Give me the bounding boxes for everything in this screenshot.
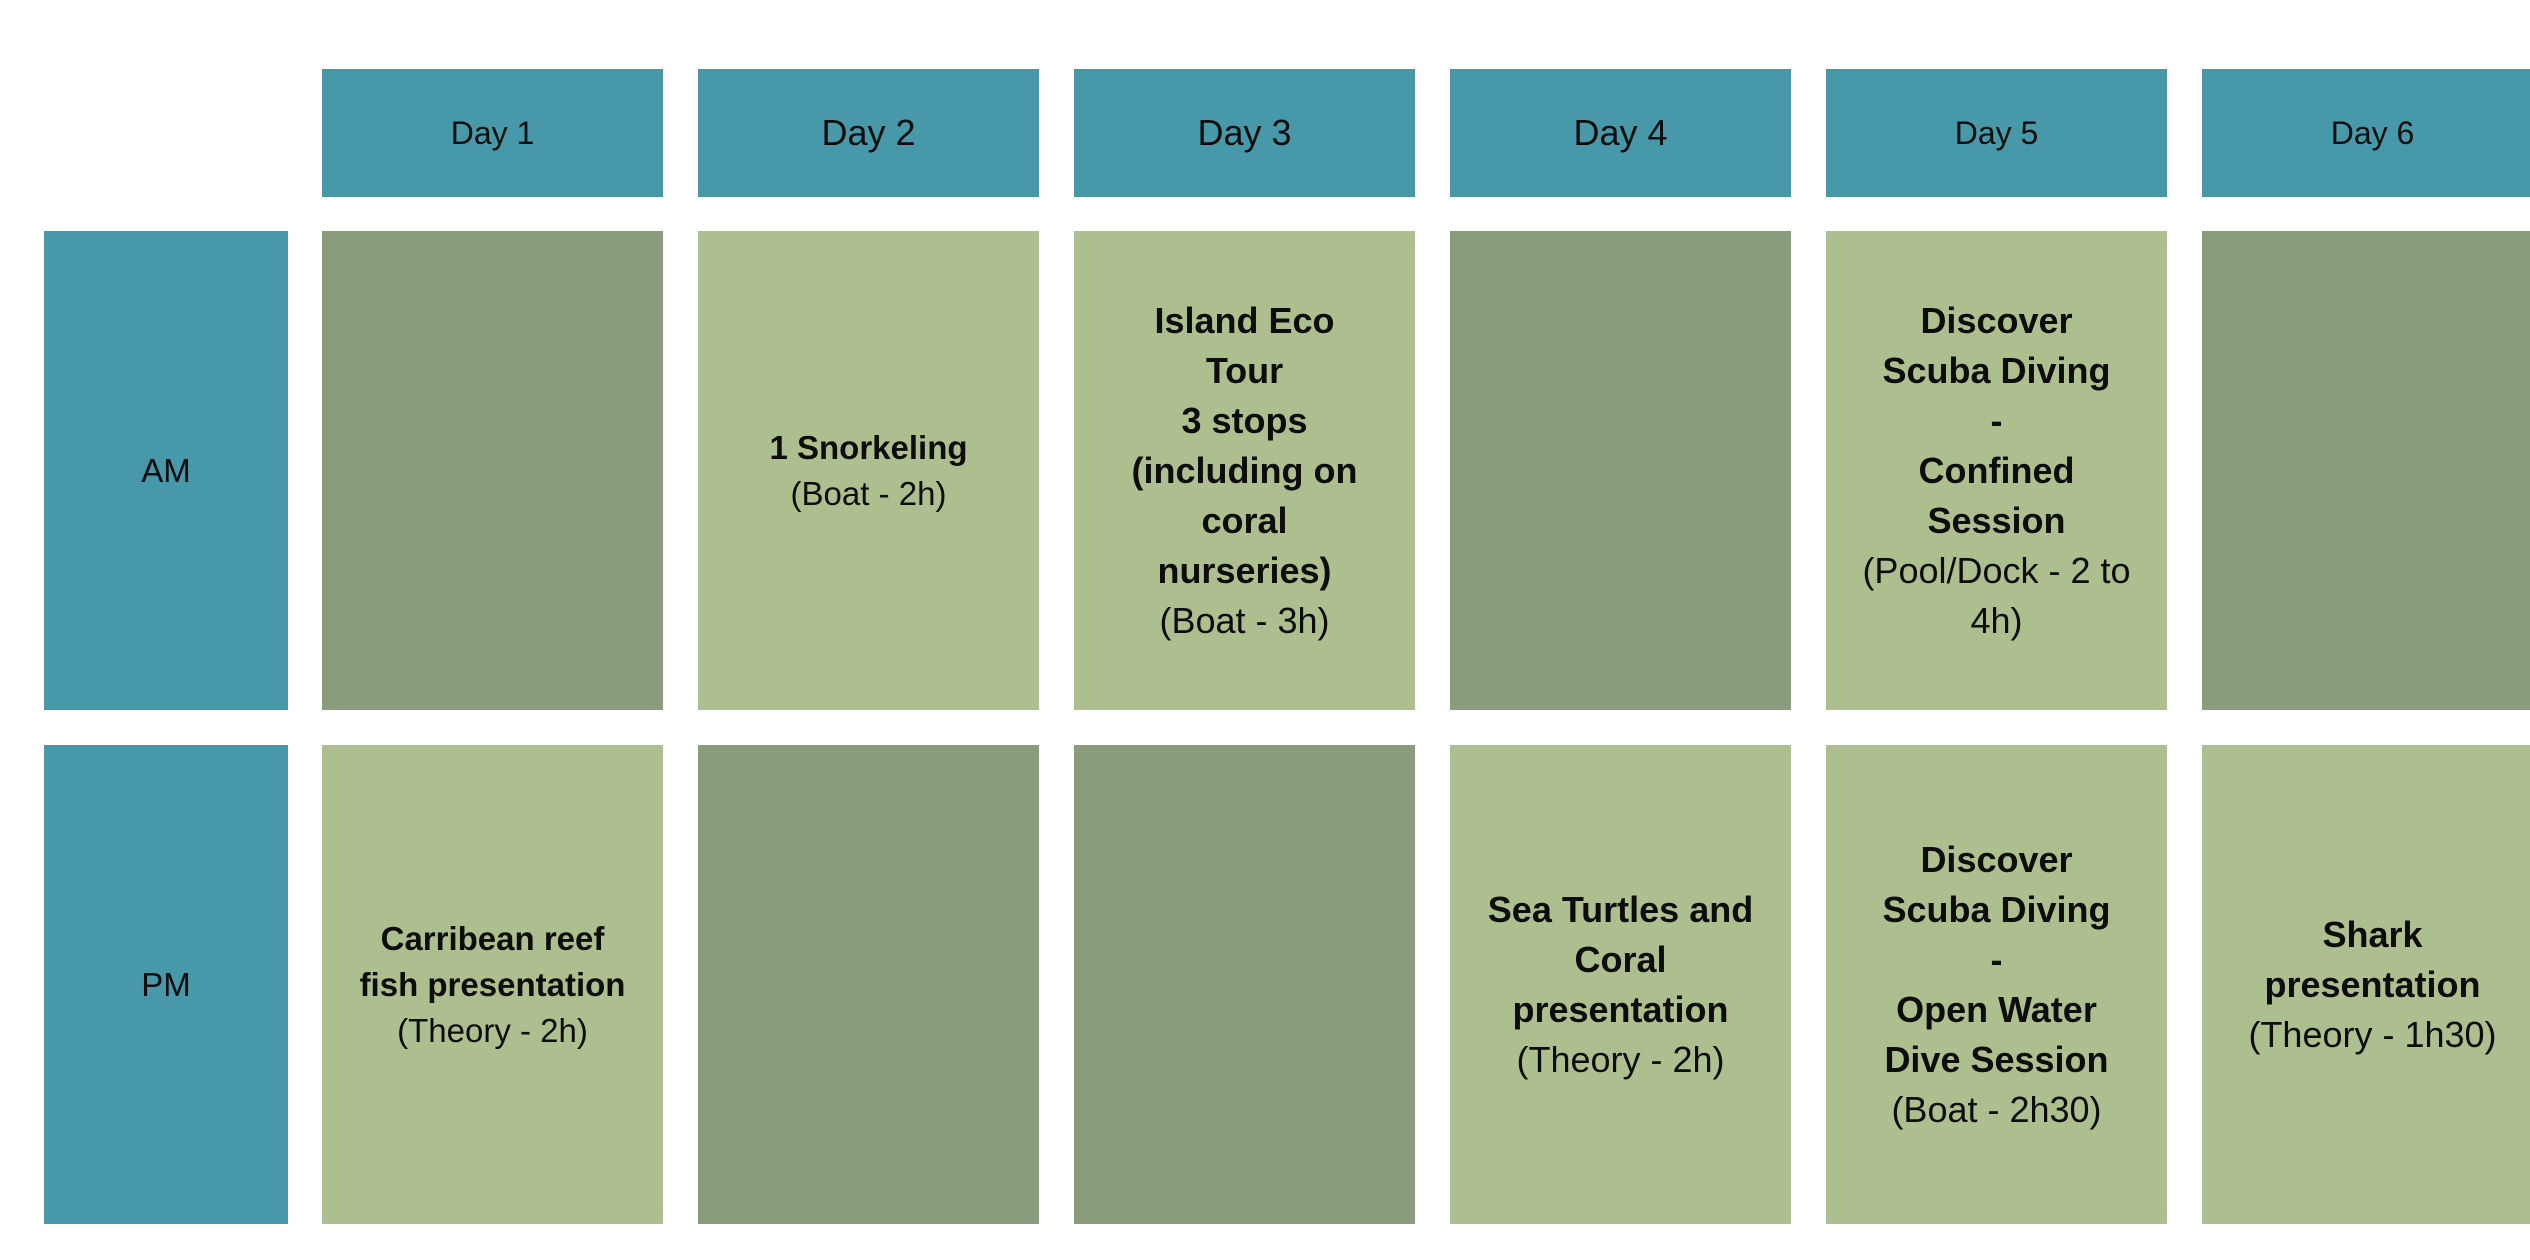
activity-detail: (Theory - 1h30) xyxy=(2248,1013,2497,1055)
pm-day3-free-slot xyxy=(1074,745,1415,1224)
pm-day5-activity: Discover Scuba Diving - Open Water Dive … xyxy=(1826,745,2167,1224)
day-header-label: Day 2 xyxy=(821,112,916,153)
day-header-4: Day 4 xyxy=(1450,69,1791,197)
activity-detail: (Pool/Dock - 2 to 4h) xyxy=(1862,549,2131,641)
day-header-label: Day 6 xyxy=(2330,114,2415,151)
activity-detail: (Boat - 3h) xyxy=(1159,599,1330,641)
pm-day4-activity: Sea Turtles and Coral presentation (Theo… xyxy=(1450,745,1791,1224)
pm-day2-free-slot xyxy=(698,745,1039,1224)
am-day1-free-slot xyxy=(322,231,663,710)
day-header-6: Day 6 xyxy=(2202,69,2530,197)
activity-detail: (Boat - 2h) xyxy=(790,474,947,512)
am-day4-free-slot xyxy=(1450,231,1791,710)
day-header-1: Day 1 xyxy=(322,69,663,197)
pm-day1-activity: Carribean reef fish presentation (Theory… xyxy=(322,745,663,1224)
activity-title: Discover Scuba Diving - Confined Session xyxy=(1882,299,2111,541)
day-header-label: Day 4 xyxy=(1573,112,1668,153)
activity-title: Shark presentation xyxy=(2264,913,2481,1005)
activity-title: Sea Turtles and Coral presentation xyxy=(1487,888,1754,1030)
row-label-pm: PM xyxy=(44,745,288,1224)
day-header-3: Day 3 xyxy=(1074,69,1415,197)
am-day2-activity: 1 Snorkeling (Boat - 2h) xyxy=(698,231,1039,710)
activity-title: Discover Scuba Diving - Open Water Dive … xyxy=(1882,838,2111,1080)
row-label-text: AM xyxy=(141,451,191,489)
am-day6-free-slot xyxy=(2202,231,2530,710)
row-label-text: PM xyxy=(141,965,191,1003)
activity-detail: (Theory - 2h) xyxy=(1516,1038,1725,1080)
activity-title: 1 Snorkeling xyxy=(769,428,968,466)
activity-title: Island Eco Tour 3 stops (including on co… xyxy=(1131,299,1358,591)
row-label-am: AM xyxy=(44,231,288,710)
activity-detail: (Boat - 2h30) xyxy=(1891,1088,2102,1130)
day-header-label: Day 3 xyxy=(1197,112,1292,153)
am-day5-activity: Discover Scuba Diving - Confined Session… xyxy=(1826,231,2167,710)
day-header-label: Day 1 xyxy=(450,114,535,151)
am-day3-activity: Island Eco Tour 3 stops (including on co… xyxy=(1074,231,1415,710)
day-header-label: Day 5 xyxy=(1954,114,2039,151)
day-header-5: Day 5 xyxy=(1826,69,2167,197)
pm-day6-activity: Shark presentation (Theory - 1h30) xyxy=(2202,745,2530,1224)
day-header-2: Day 2 xyxy=(698,69,1039,197)
activity-title: Carribean reef fish presentation xyxy=(359,919,626,1003)
activity-detail: (Theory - 2h) xyxy=(397,1011,588,1049)
